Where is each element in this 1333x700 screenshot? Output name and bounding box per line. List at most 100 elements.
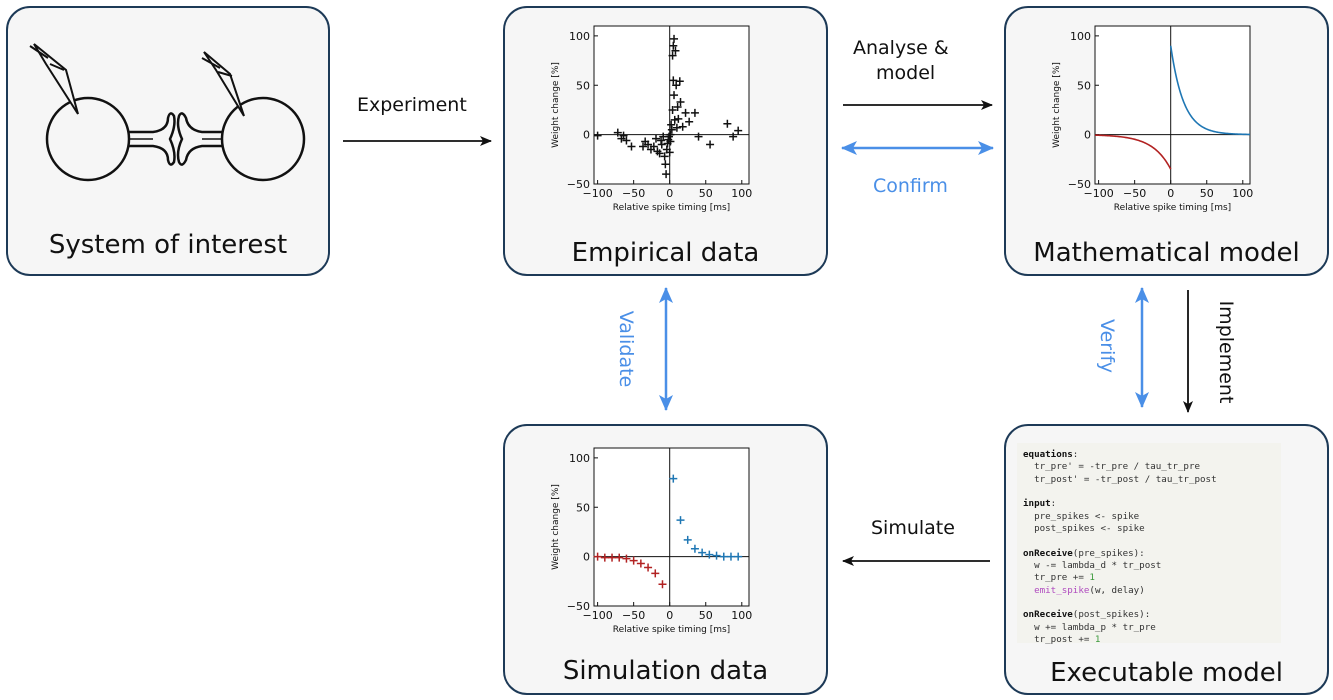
y-tick-label: 100 bbox=[1070, 30, 1091, 43]
data-point-marker bbox=[600, 553, 609, 562]
data-point-marker bbox=[678, 122, 687, 131]
data-point-marker bbox=[729, 132, 738, 141]
x-tick-label: 50 bbox=[699, 187, 713, 200]
x-tick-label: 50 bbox=[1200, 187, 1214, 200]
system-of-interest-title: System of interest bbox=[48, 230, 288, 260]
code-token: pre_spikes <- spike bbox=[1023, 510, 1140, 522]
x-axis-label: Relative spike timing [ms] bbox=[1114, 203, 1231, 213]
code-token: (post_spikes): bbox=[1072, 609, 1151, 621]
analyse-label-line1: Analyse & bbox=[853, 37, 949, 59]
code-line: tr_pre' = -tr_pre / tau_tr_pre bbox=[1023, 461, 1281, 473]
data-point-marker bbox=[649, 142, 658, 151]
data-point-marker bbox=[668, 51, 677, 60]
data-point-marker bbox=[719, 552, 728, 561]
validate-label: Validate bbox=[614, 310, 637, 388]
code-token: onReceive bbox=[1023, 609, 1073, 621]
analyse-label-line2: model bbox=[876, 62, 936, 84]
data-point-marker bbox=[657, 140, 666, 149]
y-tick-label: 50 bbox=[576, 79, 590, 92]
x-tick-label: −100 bbox=[582, 187, 612, 200]
data-point-marker bbox=[652, 134, 660, 143]
code-token: post_spikes <- spike bbox=[1023, 523, 1145, 535]
data-point-marker bbox=[662, 170, 671, 179]
data-point-marker bbox=[671, 46, 680, 55]
data-point-marker bbox=[615, 553, 624, 562]
simulation-data-title: Simulation data bbox=[562, 656, 769, 686]
data-point-marker bbox=[629, 556, 638, 565]
code-line: onReceive(pre_spikes): bbox=[1023, 548, 1281, 560]
y-tick-label: 0 bbox=[1084, 129, 1091, 142]
y-tick-label: 100 bbox=[569, 30, 590, 43]
x-tick-label: 0 bbox=[1167, 187, 1174, 200]
data-point-marker bbox=[670, 91, 679, 100]
data-point-marker bbox=[672, 123, 681, 132]
y-tick-label: −50 bbox=[567, 178, 590, 191]
data-point-marker bbox=[593, 552, 602, 561]
neuron-pair-illustration bbox=[29, 43, 306, 182]
code-token: tr_pre' = -tr_pre / tau_tr_pre bbox=[1023, 461, 1201, 473]
x-tick-label: −50 bbox=[1123, 187, 1146, 200]
data-point-marker bbox=[672, 81, 681, 90]
data-point-marker bbox=[655, 149, 664, 158]
data-point-marker bbox=[613, 128, 622, 137]
plot-frame bbox=[593, 25, 750, 185]
electrode-right-icon bbox=[201, 51, 245, 117]
data-point-marker bbox=[698, 548, 707, 557]
data-point-marker bbox=[674, 114, 683, 123]
y-tick-label: 50 bbox=[1077, 79, 1091, 92]
code-token: equations bbox=[1023, 449, 1073, 460]
confirm-label: Confirm bbox=[873, 175, 948, 197]
x-tick-label: −50 bbox=[622, 609, 645, 622]
mathematical-model-title: Mathematical model bbox=[1033, 238, 1300, 268]
x-tick-label: 0 bbox=[666, 609, 673, 622]
y-tick-label: 100 bbox=[569, 452, 590, 465]
y-axis-label: Weight change [%] bbox=[551, 62, 561, 148]
data-point-marker bbox=[669, 76, 678, 85]
data-point-marker bbox=[627, 142, 636, 151]
code-line: emit_spike(w, delay) bbox=[1023, 585, 1281, 597]
y-tick-label: 0 bbox=[583, 551, 590, 564]
executable-model-code: equations: tr_pre' = -tr_pre / tau_tr_pr… bbox=[1017, 443, 1281, 646]
code-token: 1 bbox=[1094, 634, 1101, 646]
x-axis-label: Relative spike timing [ms] bbox=[613, 625, 730, 635]
data-point-marker bbox=[734, 126, 743, 135]
empirical-data-title: Empirical data bbox=[571, 238, 760, 268]
data-point-marker bbox=[723, 119, 732, 128]
electrode-left-icon bbox=[29, 43, 79, 115]
y-tick-label: 50 bbox=[576, 501, 590, 514]
code-token: onReceive bbox=[1023, 547, 1073, 559]
implement-label: Implement bbox=[1214, 300, 1237, 404]
data-point-marker bbox=[690, 108, 699, 117]
simulate-label: Simulate bbox=[871, 517, 955, 539]
data-point-marker bbox=[676, 98, 685, 107]
y-tick-label: 0 bbox=[583, 129, 590, 142]
y-axis-label: Weight change [%] bbox=[551, 484, 561, 570]
code-line: equations: bbox=[1023, 449, 1281, 461]
data-point-marker bbox=[644, 140, 653, 149]
data-point-marker bbox=[690, 544, 699, 553]
x-tick-label: 100 bbox=[731, 187, 752, 200]
executable-model-title: Executable model bbox=[1050, 658, 1283, 688]
y-tick-label: −50 bbox=[1068, 178, 1091, 191]
data-point-marker bbox=[676, 516, 685, 525]
code-line: w -= lambda_d * tr_post bbox=[1023, 560, 1281, 572]
data-point-marker bbox=[666, 130, 675, 139]
code-line: post_spikes <- spike bbox=[1023, 523, 1281, 535]
data-point-marker bbox=[669, 41, 678, 50]
x-tick-label: −100 bbox=[1083, 187, 1113, 200]
experiment-label: Experiment bbox=[357, 94, 467, 116]
code-token: 1 bbox=[1089, 572, 1095, 584]
data-point-marker bbox=[712, 551, 721, 560]
code-token: : bbox=[1072, 449, 1079, 460]
data-point-marker bbox=[593, 131, 602, 140]
data-point-marker bbox=[694, 132, 703, 141]
data-point-marker bbox=[639, 142, 648, 151]
data-point-marker bbox=[675, 77, 684, 86]
data-point-marker bbox=[683, 535, 692, 544]
code-token: input bbox=[1023, 498, 1051, 510]
code-line: input: bbox=[1023, 498, 1281, 510]
data-point-marker bbox=[661, 160, 670, 169]
data-point-marker bbox=[619, 131, 628, 140]
